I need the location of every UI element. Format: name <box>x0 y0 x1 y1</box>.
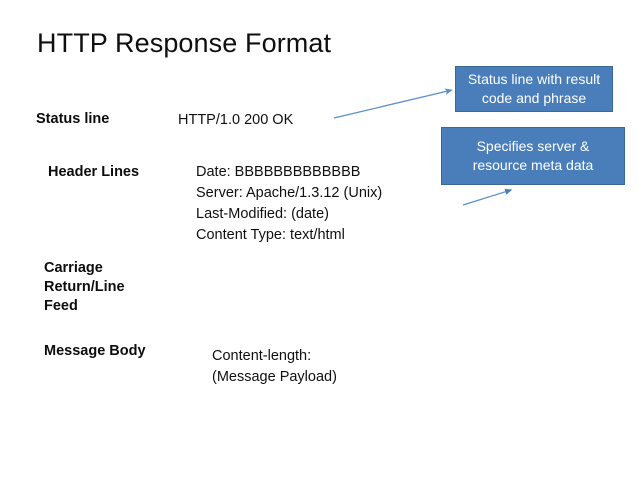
header-line-content-type: Content Type: text/html <box>196 227 345 243</box>
label-message-body: Message Body <box>44 343 146 359</box>
crlf-line-1: Carriage <box>44 260 103 276</box>
label-carriage-return-line-feed: Carriage Return/Line Feed <box>44 259 125 316</box>
meta-data-callout-line-2: resource meta data <box>472 157 594 173</box>
label-header-lines: Header Lines <box>48 164 140 180</box>
header-lines-text: Date: BBBBBBBBBBBBB Server: Apache/1.3.1… <box>196 162 382 246</box>
status-line-text: HTTP/1.0 200 OK <box>178 112 294 128</box>
crlf-line-2: Return/Line <box>44 279 125 295</box>
label-status-line: Status line <box>36 111 110 127</box>
header-line-date: Date: BBBBBBBBBBBBB <box>196 164 361 180</box>
meta-data-callout-line-1: Specifies server & <box>476 138 590 154</box>
status-line-callout-line-1: Status line with result <box>467 71 601 87</box>
status-line-arrow <box>333 88 453 119</box>
header-line-last-modified: Last-Modified: (date) <box>196 206 329 222</box>
meta-data-callout: Specifies server & resource meta data <box>441 127 625 185</box>
meta-data-arrow <box>462 188 513 206</box>
message-body-text: Content-length: (Message Payload) <box>212 346 337 388</box>
status-line-callout: Status line with result code and phrase <box>455 66 613 112</box>
body-line-payload: (Message Payload) <box>212 369 337 385</box>
page-title: HTTP Response Format <box>37 28 332 58</box>
header-line-server: Server: Apache/1.3.12 (Unix) <box>196 185 383 201</box>
status-line-callout-line-2: code and phrase <box>481 90 587 106</box>
body-line-content-length: Content-length: <box>212 348 312 364</box>
crlf-line-3: Feed <box>44 298 78 314</box>
